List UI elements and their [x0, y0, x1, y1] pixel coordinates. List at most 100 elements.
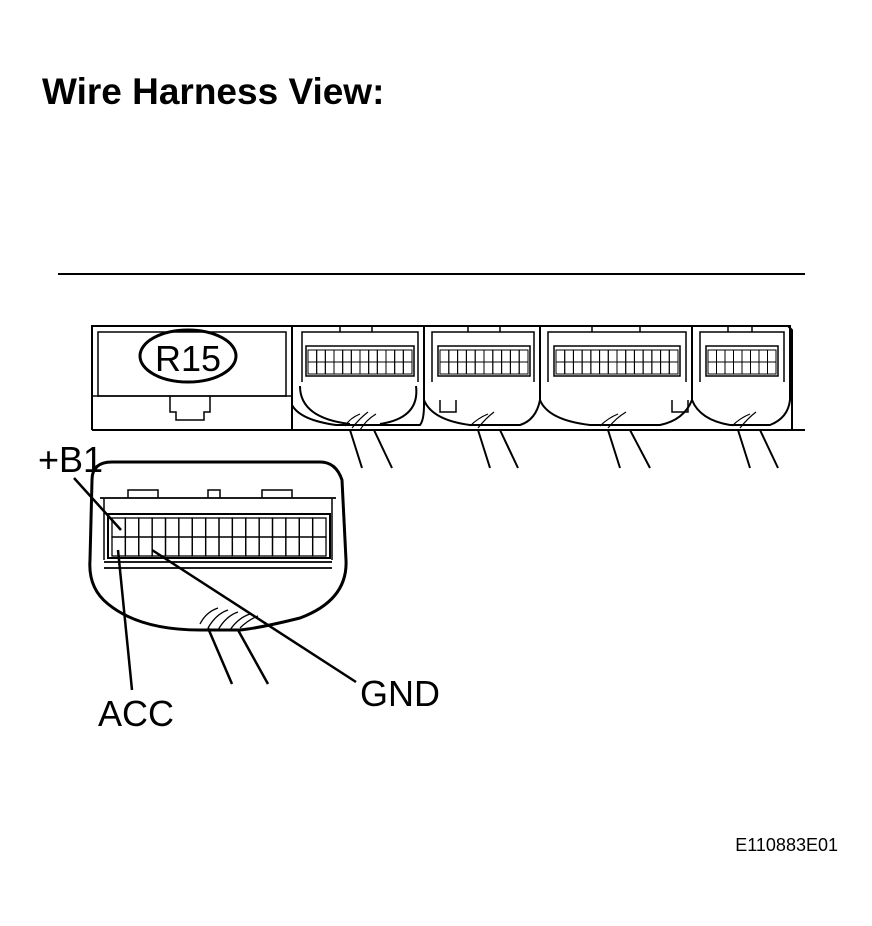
- pin-cavity: [368, 361, 378, 375]
- pin-cavity: [474, 361, 485, 375]
- pin-cavity: [316, 349, 326, 363]
- pin-cavity: [324, 361, 335, 375]
- pin-cavity: [707, 349, 717, 363]
- pin-cavity: [572, 349, 583, 363]
- pin-cavity: [492, 361, 503, 375]
- pin-label-b1: +B1: [38, 439, 103, 480]
- pin-cavity: [758, 349, 768, 363]
- connector-id-label: R15: [155, 338, 221, 379]
- pin-cavity: [271, 536, 287, 557]
- pin-cavity: [402, 361, 413, 375]
- pin-cavity: [138, 536, 153, 557]
- gnd-leader-line: [151, 548, 357, 684]
- pin-cavity: [724, 361, 734, 375]
- pin-cavity: [271, 517, 287, 538]
- pin-cavity: [607, 361, 618, 375]
- ecu-wire-bundles: [344, 411, 779, 469]
- pin-cavity: [660, 361, 670, 375]
- pin-cavity: [741, 361, 751, 375]
- pin-cavity: [668, 349, 679, 363]
- pin-cavity: [311, 536, 327, 557]
- pin-cavity: [625, 361, 635, 375]
- pin-cavity: [124, 536, 140, 557]
- ecu-connector-2: [423, 325, 541, 426]
- pin-cavity: [359, 349, 370, 363]
- pin-cavity: [607, 349, 618, 363]
- pin-cavity: [342, 361, 352, 375]
- ecu-connector-2-pins: [439, 349, 529, 375]
- figure-code: E110883E01: [735, 835, 838, 855]
- pin-cavity: [564, 361, 574, 375]
- pin-cavity: [151, 517, 167, 538]
- pin-cavity: [376, 361, 387, 375]
- pin-cavity: [245, 536, 260, 557]
- pin-cavity: [599, 349, 609, 363]
- pin-cavity: [724, 349, 734, 363]
- pin-cavity: [767, 361, 777, 375]
- pin-cavity: [483, 361, 494, 375]
- pin-cavity: [581, 361, 592, 375]
- pin-cavity: [218, 517, 234, 538]
- pin-cavity: [204, 536, 220, 557]
- pin-cavity: [555, 361, 566, 375]
- ecu-body: R15: [91, 325, 805, 431]
- ecu-connector-4-pins: [707, 349, 777, 375]
- pin-cavity: [258, 536, 274, 557]
- b1-leader-line: [73, 477, 122, 531]
- connector-id-badge: [138, 328, 238, 384]
- pin-cavity: [572, 361, 583, 375]
- pin-cavity: [333, 361, 344, 375]
- ecu-connector-1-pins: [307, 349, 413, 375]
- enlarged-connector-pins: [111, 517, 327, 557]
- pin-cavity: [191, 536, 207, 557]
- ecu-connector-1: [291, 325, 425, 426]
- pin-cavity: [231, 517, 247, 538]
- pin-cavity: [218, 536, 234, 557]
- pin-cavity: [457, 349, 467, 363]
- pin-cavity: [231, 536, 247, 557]
- pin-cavity: [733, 361, 743, 375]
- pin-cavity: [599, 361, 609, 375]
- pin-cavity: [501, 361, 511, 375]
- page-title: Wire Harness View:: [42, 71, 384, 112]
- pin-cavity: [191, 517, 207, 538]
- pin-cavity: [448, 349, 459, 363]
- pin-cavity: [651, 349, 662, 363]
- pin-cavity: [518, 361, 529, 375]
- pin-cavity: [501, 349, 511, 363]
- pin-cavity: [307, 361, 318, 375]
- ecu-connector-3-pins: [555, 349, 679, 375]
- pin-cavity: [333, 349, 344, 363]
- pin-cavity: [285, 536, 300, 557]
- pin-cavity: [581, 349, 592, 363]
- pin-cavity: [245, 517, 260, 538]
- pin-cavity: [518, 349, 529, 363]
- pin-cavity: [307, 349, 318, 363]
- pin-cavity: [758, 361, 768, 375]
- pin-cavity: [258, 517, 274, 538]
- pin-cavity: [324, 349, 335, 363]
- pin-cavity: [716, 349, 726, 363]
- pin-cavity: [642, 349, 653, 363]
- pin-cavity: [342, 349, 352, 363]
- pin-cavity: [642, 361, 653, 375]
- enlarged-connector: [88, 460, 348, 685]
- pin-cavity: [138, 517, 153, 538]
- pin-cavity: [124, 517, 140, 538]
- pin-cavity: [298, 536, 314, 557]
- pin-cavity: [350, 349, 361, 363]
- pin-cavity: [660, 349, 670, 363]
- ecu-connector-4: [691, 325, 791, 426]
- pin-cavity: [750, 361, 760, 375]
- pin-cavity: [164, 517, 180, 538]
- pin-cavity: [311, 517, 327, 538]
- pin-cavity: [439, 361, 450, 375]
- pin-cavity: [178, 536, 193, 557]
- ecu-connector-3: [539, 325, 693, 426]
- pin-cavity: [394, 349, 404, 363]
- pin-cavity: [555, 349, 566, 363]
- pin-cavity: [457, 361, 467, 375]
- pin-cavity: [590, 361, 601, 375]
- pin-cavity: [616, 361, 627, 375]
